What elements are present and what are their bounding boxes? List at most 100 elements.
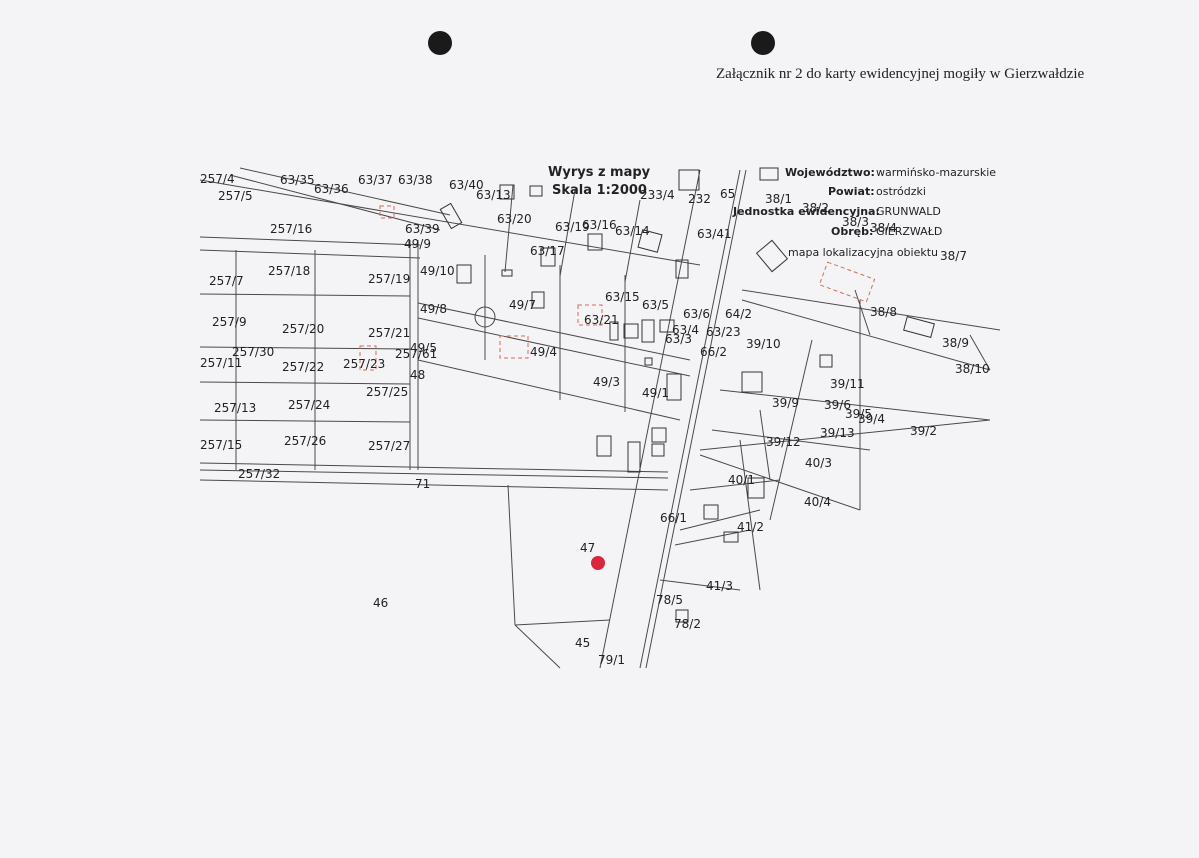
parcel-label: 257/16 (270, 222, 312, 236)
parcel-label: 49/9 (404, 237, 431, 251)
parcel-label: 63/6 (683, 307, 710, 321)
parcel-label: 63/20 (497, 212, 532, 226)
road-line (199, 462, 669, 473)
parcel-label: 257/30 (232, 345, 274, 359)
info-wojewodztwo-value: warmińsko-mazurskie (876, 166, 996, 179)
parcel-label: 39/5 (845, 407, 872, 421)
info-obreb-value: GIERZWAŁD (876, 225, 942, 238)
attachment-note: Załącznik nr 2 do karty ewidencyjnej mog… (716, 66, 1085, 82)
parcel-label: 233/4 (640, 188, 675, 202)
parcel-label: 63/19 (555, 220, 590, 234)
parcel-label: 232 (688, 192, 711, 206)
parcel-label: 257/25 (366, 385, 408, 399)
parcel-label: 38/1 (765, 192, 792, 206)
parcel-label: 63/37 (358, 173, 393, 187)
info-wojewodztwo-key: Województwo: (785, 166, 875, 179)
road-line (599, 169, 701, 669)
road-line (199, 479, 669, 491)
parcel-label: 257/18 (268, 264, 310, 278)
info-obreb-key: Obręb: (831, 225, 873, 238)
punch-hole-left (428, 31, 452, 55)
info-powiat-value: ostródzki (876, 185, 926, 198)
road-line (639, 169, 741, 669)
parcel-label: 38/8 (870, 305, 897, 319)
parcel-label: 257/27 (368, 439, 410, 453)
parcel-label: 49/4 (530, 345, 557, 359)
parcel-label: 257/9 (212, 315, 247, 329)
parcel-label: 49/3 (593, 375, 620, 389)
parcel-label: 257/11 (200, 356, 242, 370)
parcel-label: 63/35 (280, 173, 315, 187)
parcel-label: 63/23 (706, 325, 741, 339)
parcel-label: 257/23 (343, 357, 385, 371)
road-line (645, 169, 747, 669)
parcel-label: 65 (720, 187, 735, 201)
parcel-label: 66/1 (660, 511, 687, 525)
parcel-label: 38/7 (940, 249, 967, 263)
parcel-label: 64/2 (725, 307, 752, 321)
parcel-label: 257/13 (214, 401, 256, 415)
map-title: Wyrys z mapy (548, 165, 651, 180)
parcel-label: 63/39 (405, 222, 440, 236)
marker-label: 47 (580, 541, 595, 555)
parcel-label: 63/5 (642, 298, 669, 312)
parcel-label: 63/40 (449, 178, 484, 192)
parcel-label: 40/3 (805, 456, 832, 470)
parcel-label: 38/2 (802, 201, 829, 215)
parcel-label: 38/9 (942, 336, 969, 350)
parcel-label: 41/2 (737, 520, 764, 534)
parcel-label: 257/5 (218, 189, 253, 203)
parcel-label: 39/11 (830, 377, 865, 391)
parcel-label: 38/10 (955, 362, 990, 376)
parcel-label: 63/38 (398, 173, 433, 187)
parcel-label: 48 (410, 368, 425, 382)
info-powiat-key: Powiat: (828, 185, 875, 198)
parcel-label: 78/5 (656, 593, 683, 607)
parcel-label: 38/4 (870, 221, 897, 235)
info-jednostka-key: Jednostka ewidencyjna: (732, 205, 880, 218)
info-jednostka-value: GRUNWALD (876, 205, 941, 218)
map-scale: Skala 1:2000 (552, 183, 647, 198)
parcel-label: 49/5 (410, 341, 437, 355)
parcel-label: 257/32 (238, 467, 280, 481)
parcel-label: 49/10 (420, 264, 455, 278)
parcel-label: 63/4 (672, 323, 699, 337)
parcel-label: 39/4 (858, 412, 885, 426)
punch-hole-right (751, 31, 775, 55)
parcel-label: 63/13 (476, 188, 511, 202)
parcel-label: 45 (575, 636, 590, 650)
parcel-label: 39/2 (910, 424, 937, 438)
parcel-label: 63/36 (314, 182, 349, 196)
parcel-label: 41/3 (706, 579, 733, 593)
parcel-label: 63/15 (605, 290, 640, 304)
parcel-label: 39/10 (746, 337, 781, 351)
parcel-label: 40/1 (728, 473, 755, 487)
parcel-label: 63/16 (582, 218, 617, 232)
parcel-label: 257/61 (395, 347, 437, 361)
parcel-label: 49/1 (642, 386, 669, 400)
parcel-label: 63/3 (665, 332, 692, 346)
parcel-label: 46 (373, 596, 388, 610)
parcel-label: 49/7 (509, 298, 536, 312)
parcel-label: 38/3 (842, 215, 869, 229)
parcel-label: 63/41 (697, 227, 732, 241)
parcel-label: 63/21 (584, 313, 619, 327)
parcel-label: 78/2 (674, 617, 701, 631)
road-line (199, 469, 669, 479)
location-marker (591, 556, 605, 570)
parcel-label: 257/15 (200, 438, 242, 452)
parcel-label: 257/4 (200, 172, 235, 186)
parcel-label: 257/24 (288, 398, 330, 412)
parcel-label: 63/17 (530, 244, 565, 258)
parcel-label: 40/4 (804, 495, 831, 509)
parcel-label: 79/1 (598, 653, 625, 667)
parcel-label: 39/6 (824, 398, 851, 412)
parcel-label: 257/7 (209, 274, 244, 288)
parcel-label: 257/21 (368, 326, 410, 340)
parcel-label: 257/26 (284, 434, 326, 448)
parcel-label: 39/13 (820, 426, 855, 440)
parcel-label: 257/19 (368, 272, 410, 286)
parcel-label: 71 (415, 477, 430, 491)
parcel-label: 66/2 (700, 345, 727, 359)
